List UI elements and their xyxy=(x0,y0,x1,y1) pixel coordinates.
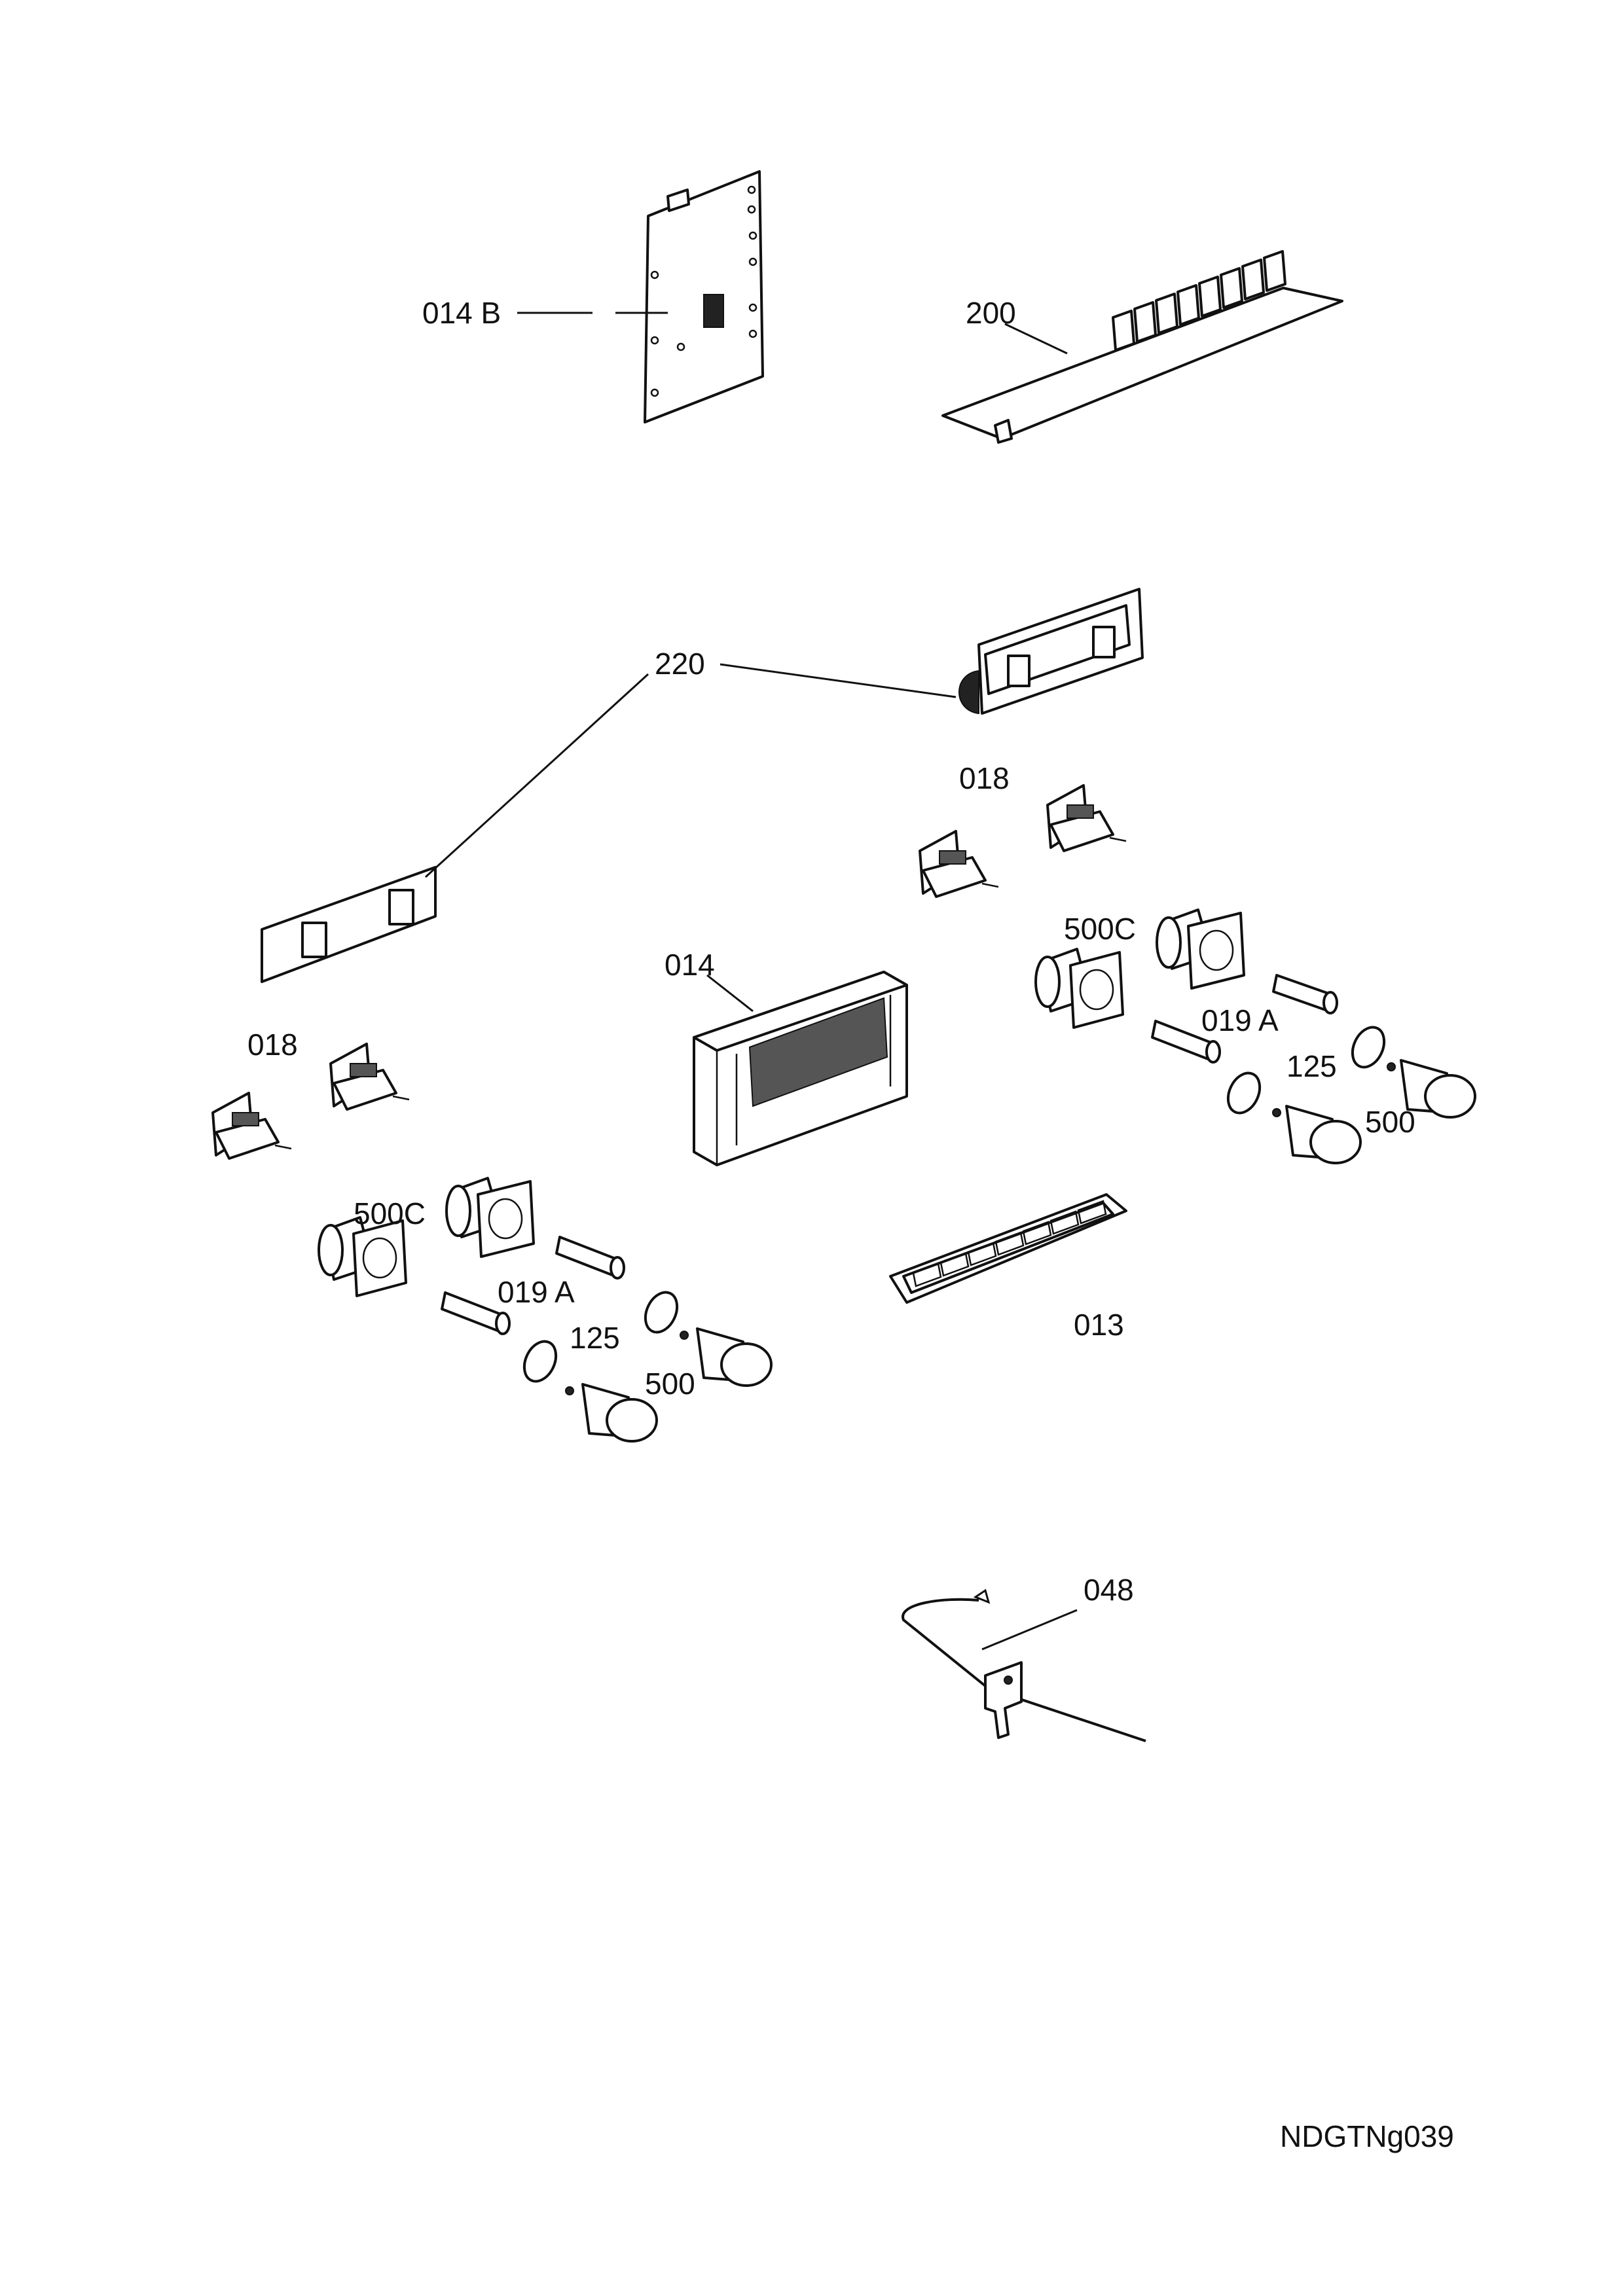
shaft-019a-right-b xyxy=(1151,1020,1221,1064)
leader-220-left xyxy=(424,673,649,878)
pcb-014b xyxy=(615,170,764,423)
wire-048 xyxy=(902,1588,1146,1742)
frame-cell xyxy=(1049,1210,1080,1235)
frame-cell xyxy=(1022,1221,1052,1246)
relay xyxy=(1176,284,1200,326)
label-013: 013 xyxy=(1074,1308,1124,1342)
label-500c-left: 500C xyxy=(354,1196,426,1230)
relay xyxy=(1133,301,1157,343)
ring-125-right-b xyxy=(1226,1071,1262,1115)
bushing-500c-right-b xyxy=(1034,948,1124,1029)
label-018-left: 018 xyxy=(247,1028,298,1062)
shaft-019a-left-a xyxy=(555,1236,625,1280)
ring-125-right-a xyxy=(1351,1026,1386,1069)
frame-cell xyxy=(912,1263,942,1287)
label-220: 220 xyxy=(655,647,705,681)
relay xyxy=(1220,267,1243,309)
switch-018-right-a xyxy=(1046,784,1127,852)
display-board-220-right xyxy=(958,588,1144,715)
frame-cell xyxy=(967,1242,997,1266)
switch-018-left-a xyxy=(329,1043,410,1111)
label-500c-right: 500C xyxy=(1064,912,1136,946)
label-125-right: 125 xyxy=(1286,1049,1337,1083)
switch-018-right-b xyxy=(919,830,999,898)
knob-500-left-b xyxy=(565,1383,658,1443)
ring-125-left-b xyxy=(522,1340,558,1383)
relay xyxy=(1155,293,1178,334)
frame-cell xyxy=(939,1252,970,1277)
relay xyxy=(1112,310,1135,351)
relay xyxy=(1263,250,1286,292)
bushing-500c-left-a xyxy=(445,1177,535,1258)
label-200: 200 xyxy=(966,296,1016,330)
display-board-220-left xyxy=(261,866,437,983)
knob-500-right-b xyxy=(1272,1105,1362,1164)
frame-cell xyxy=(994,1231,1025,1256)
leader-014 xyxy=(706,974,754,1013)
display-module-014 xyxy=(693,971,908,1166)
frame-cells xyxy=(912,1200,1107,1287)
bushing-500c-right-a xyxy=(1156,908,1245,990)
switch-018-left-b xyxy=(211,1092,292,1160)
leader-048 xyxy=(981,1609,1078,1651)
leader-200 xyxy=(1004,323,1068,355)
shaft-019a-right-a xyxy=(1272,974,1338,1014)
shaft-019a-left-b xyxy=(441,1291,511,1335)
label-014: 014 xyxy=(665,948,715,982)
label-500-left: 500 xyxy=(645,1367,695,1401)
relay-board-200 xyxy=(941,250,1343,444)
label-048: 048 xyxy=(1084,1573,1134,1607)
label-019a-right: 019 A xyxy=(1201,1003,1279,1037)
relay xyxy=(1241,259,1265,300)
knob-500-left-a xyxy=(680,1327,773,1387)
label-500-right: 500 xyxy=(1365,1105,1415,1139)
drawing-code: NDGTNg039 xyxy=(1280,2119,1454,2153)
frame-cell xyxy=(1077,1200,1107,1225)
label-018-right: 018 xyxy=(959,761,1010,795)
button-frame-013 xyxy=(889,1193,1127,1304)
relay-row xyxy=(1112,250,1286,351)
label-019a-left: 019 A xyxy=(498,1275,575,1309)
knob-500-right-a xyxy=(1387,1059,1476,1119)
bushing-500c-left-b xyxy=(318,1216,407,1297)
leader-220-right xyxy=(720,663,957,698)
relay xyxy=(1198,276,1222,317)
label-125-left: 125 xyxy=(570,1321,620,1355)
ring-125-left-a xyxy=(644,1291,679,1334)
label-014b: 014 B xyxy=(422,296,501,330)
